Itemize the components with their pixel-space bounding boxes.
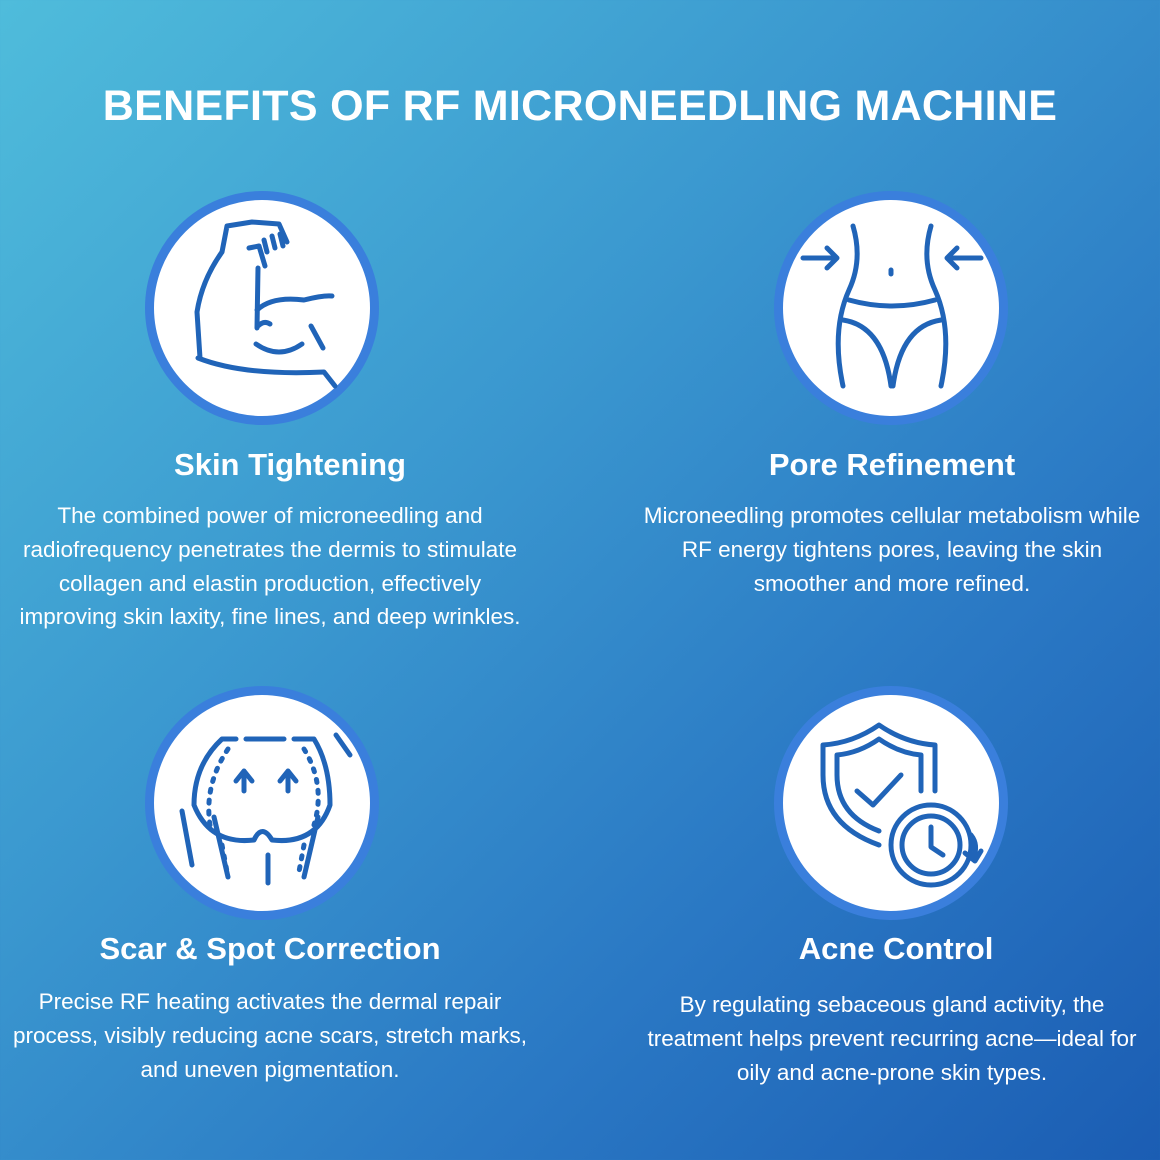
benefit-heading: Acne Control bbox=[798, 931, 994, 966]
benefit-icon-circle bbox=[145, 686, 379, 920]
benefit-icon-circle bbox=[145, 191, 379, 425]
benefit-description: The combined power of microneedling and … bbox=[19, 503, 521, 630]
benefit-heading: Pore Refinement bbox=[768, 447, 1016, 482]
page-title: BENEFITS OF RF MICRONEEDLING MACHINE bbox=[102, 82, 1058, 130]
benefit-description: Microneedling promotes cellular metaboli… bbox=[643, 503, 1141, 596]
benefit-heading: Skin Tightening bbox=[174, 447, 406, 482]
benefit-heading: Scar & Spot Correction bbox=[99, 931, 441, 966]
benefit-icon-circle bbox=[774, 686, 1008, 920]
benefit-description: Precise RF heating activates the dermal … bbox=[13, 989, 527, 1082]
benefit-icon-circle bbox=[774, 191, 1008, 425]
flexed-bicep-icon bbox=[194, 219, 338, 389]
waist-slimming-icon bbox=[800, 223, 984, 389]
shield-clock-icon bbox=[820, 722, 984, 888]
benefit-description: By regulating sebaceous gland activity, … bbox=[647, 992, 1137, 1085]
body-lift-icon bbox=[179, 732, 353, 886]
